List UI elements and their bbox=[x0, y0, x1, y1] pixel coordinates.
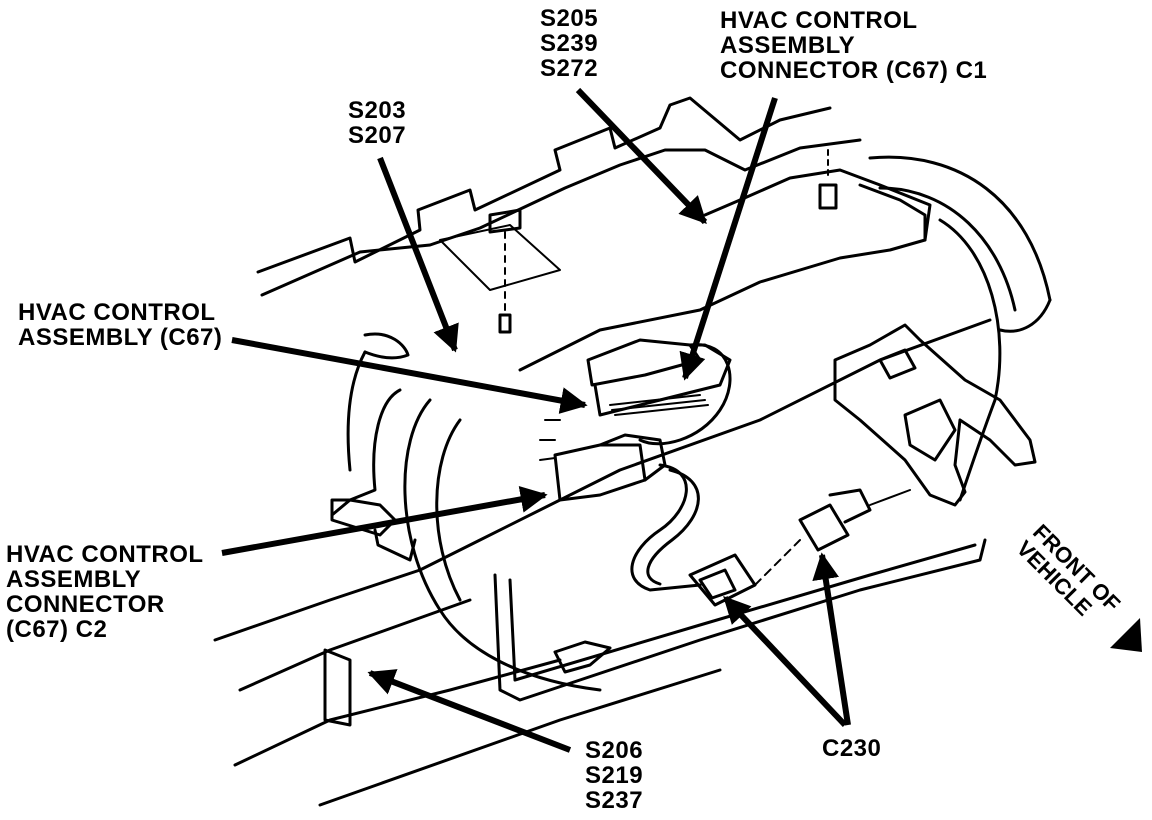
label-c67-line1: HVAC CONTROL bbox=[18, 299, 216, 326]
c2-wires bbox=[539, 419, 561, 461]
base-plate bbox=[213, 318, 992, 642]
floor-edge bbox=[318, 668, 722, 807]
dash-upper-edge bbox=[256, 96, 832, 274]
base-bottom bbox=[233, 658, 562, 767]
label-s203: S203 bbox=[348, 97, 407, 124]
arrow-c67 bbox=[231, 337, 588, 414]
shroud-outer bbox=[868, 155, 1052, 302]
clip bbox=[553, 640, 612, 674]
harness bbox=[630, 463, 702, 592]
c1-wires bbox=[609, 394, 709, 416]
label-c67-c1-line3: CONNECTOR (C67) C1 bbox=[720, 57, 988, 84]
stud-left-screw bbox=[498, 313, 512, 334]
left-vent-2 bbox=[373, 528, 417, 562]
duct-right-cap bbox=[858, 183, 927, 242]
label-c67-line2: ASSEMBLY (C67) bbox=[18, 324, 223, 351]
front-arrow-icon bbox=[1110, 618, 1142, 652]
label-s272: S272 bbox=[540, 55, 599, 82]
bracket bbox=[833, 323, 1037, 507]
c1-loop bbox=[638, 343, 732, 446]
dash-inner-edge bbox=[260, 138, 862, 297]
arrow-c230-left bbox=[722, 595, 848, 728]
shroud-inner bbox=[878, 186, 1017, 312]
left-tube-2 bbox=[346, 350, 367, 472]
c230-right-plug bbox=[828, 488, 872, 524]
duct-top bbox=[518, 168, 932, 372]
label-s239: S239 bbox=[540, 30, 599, 57]
c230-left-face bbox=[698, 568, 737, 600]
label-c230: C230 bbox=[822, 735, 882, 762]
label-c67-c2-line4: (C67) C2 bbox=[6, 616, 108, 643]
stud-left bbox=[488, 208, 522, 234]
label-s206: S206 bbox=[585, 737, 644, 764]
bracket-hole bbox=[903, 398, 957, 462]
stud-right-screw bbox=[818, 183, 838, 210]
label-c67-c1-line1: HVAC CONTROL bbox=[720, 7, 918, 34]
label-c67-c2-line3: CONNECTOR bbox=[6, 591, 165, 618]
body-side bbox=[330, 388, 402, 517]
c1-connector bbox=[586, 338, 702, 387]
harness-2 bbox=[646, 468, 700, 586]
arrow-c67-c2 bbox=[221, 486, 548, 556]
base-front-low bbox=[323, 648, 352, 727]
label-s219: S219 bbox=[585, 762, 644, 789]
lower-panel-inner bbox=[508, 543, 977, 682]
stud-left-plate bbox=[439, 224, 561, 291]
lower-panel bbox=[493, 538, 987, 702]
arrow-s203 bbox=[377, 156, 459, 353]
arrow-s205 bbox=[575, 87, 708, 225]
body-left-inner bbox=[435, 418, 462, 602]
arrow-c230-right bbox=[812, 552, 851, 726]
bracket-slot bbox=[878, 348, 917, 380]
c2-plug bbox=[598, 433, 667, 482]
label-c67-c2-line2: ASSEMBLY bbox=[6, 566, 142, 593]
shroud-front bbox=[998, 298, 1052, 333]
label-s237: S237 bbox=[585, 787, 644, 814]
label-c67-c2-line1: HVAC CONTROL bbox=[6, 541, 204, 568]
arrow-s206 bbox=[367, 669, 572, 753]
label-s207: S207 bbox=[348, 122, 407, 149]
base-front bbox=[238, 598, 472, 692]
shroud-body bbox=[938, 218, 1002, 502]
c230-wire-right bbox=[869, 489, 911, 506]
c230-dash bbox=[754, 539, 801, 586]
arrow-c67-c1 bbox=[679, 97, 778, 381]
label-c67-c1-line2: ASSEMBLY bbox=[720, 32, 856, 59]
c2-connector bbox=[553, 443, 647, 502]
c230-right bbox=[798, 503, 850, 552]
label-s205: S205 bbox=[540, 5, 599, 32]
left-tube bbox=[363, 332, 410, 360]
